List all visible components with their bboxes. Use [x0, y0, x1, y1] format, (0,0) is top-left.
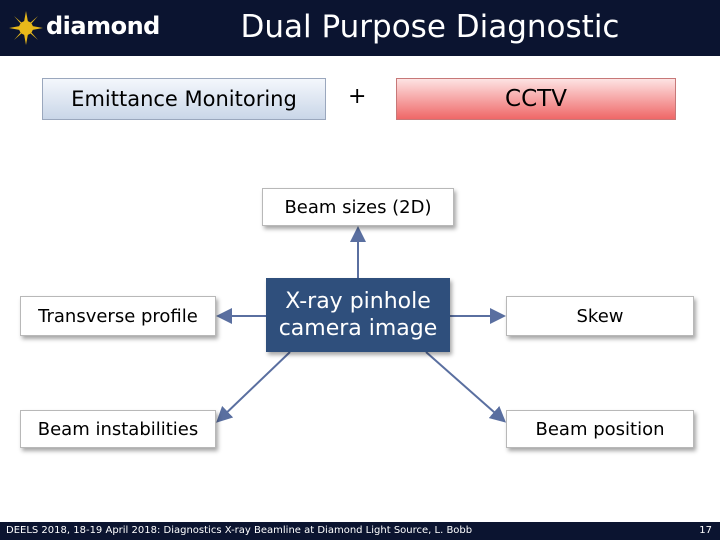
footer-text: DEELS 2018, 18-19 April 2018: Diagnostic… — [6, 525, 473, 536]
skew-box: Skew — [506, 296, 694, 336]
cctv-box: CCTV — [396, 78, 676, 120]
slide-title: Dual Purpose Diagnostic — [240, 9, 620, 45]
logo-text: diamond — [46, 12, 160, 40]
emittance-monitoring-box: Emittance Monitoring — [42, 78, 326, 120]
slide-number: 17 — [699, 525, 712, 536]
beam-sizes-box: Beam sizes (2D) — [262, 188, 454, 226]
beam-instabilities-box: Beam instabilities — [20, 410, 216, 448]
arrow-to-beam-instabilities — [216, 351, 291, 423]
header-bar: diamond Dual Purpose Diagnostic — [0, 0, 720, 56]
footer-bar: DEELS 2018, 18-19 April 2018: Diagnostic… — [0, 522, 720, 540]
beam-position-box: Beam position — [506, 410, 694, 448]
center-line-2: camera image — [278, 316, 438, 341]
center-line-1: X-ray pinhole — [285, 288, 431, 314]
transverse-profile-box: Transverse profile — [20, 296, 216, 336]
arrow-to-beam-position — [425, 351, 506, 423]
diamond-logo-icon — [9, 11, 43, 45]
xray-pinhole-camera-box: X-ray pinhole camera image — [266, 278, 450, 352]
plus-sign: + — [348, 84, 367, 109]
